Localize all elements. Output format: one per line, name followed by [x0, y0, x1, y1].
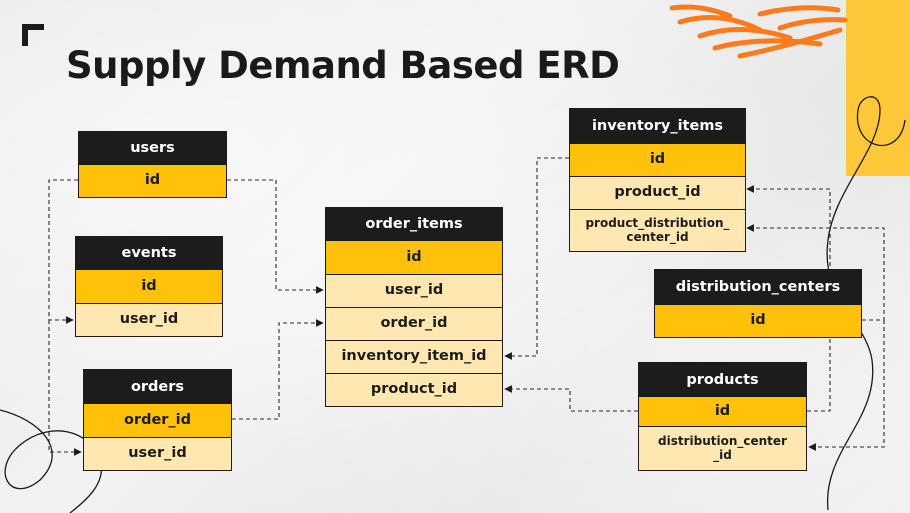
entity-header-products: products [639, 363, 806, 396]
entity-header-orders: orders [84, 370, 231, 403]
field-orders-user-id: user_id [84, 437, 231, 470]
field-inventory-items-product-id: product_id [570, 176, 745, 209]
entity-header-order-items: order_items [326, 208, 502, 240]
entity-inventory-items[interactable]: inventory_items id product_id product_di… [569, 108, 746, 252]
entity-products[interactable]: products id distribution_center _id [638, 362, 807, 471]
entity-orders[interactable]: orders order_id user_id [83, 369, 232, 471]
entity-events[interactable]: events id user_id [75, 236, 223, 337]
field-order-items-user-id: user_id [326, 274, 502, 307]
entity-header-users: users [79, 132, 226, 164]
field-events-user-id: user_id [76, 303, 222, 336]
entity-header-events: events [76, 237, 222, 269]
field-distribution-centers-id: id [655, 304, 861, 337]
field-events-id: id [76, 269, 222, 303]
entity-header-inventory-items: inventory_items [570, 109, 745, 143]
entity-header-distribution-centers: distribution_centers [655, 270, 861, 304]
field-products-distribution-center-id: distribution_center _id [639, 426, 806, 470]
field-order-items-product-id: product_id [326, 373, 502, 406]
entity-distribution-centers[interactable]: distribution_centers id [654, 269, 862, 338]
field-order-items-order-id: order_id [326, 307, 502, 340]
entity-users[interactable]: users id [78, 131, 227, 198]
field-products-id: id [639, 396, 806, 426]
field-users-id: id [79, 164, 226, 197]
field-order-items-id: id [326, 240, 502, 274]
field-inventory-items-id: id [570, 143, 745, 176]
field-inventory-items-product-distribution-center-id: product_distribution_ center_id [570, 209, 745, 251]
field-orders-order-id: order_id [84, 403, 231, 437]
page-title: Supply Demand Based ERD [66, 44, 620, 87]
entity-order-items[interactable]: order_items id user_id order_id inventor… [325, 207, 503, 407]
corner-bracket-icon [22, 24, 44, 46]
field-order-items-inventory-item-id: inventory_item_id [326, 340, 502, 373]
yellow-accent-block [846, 0, 910, 176]
